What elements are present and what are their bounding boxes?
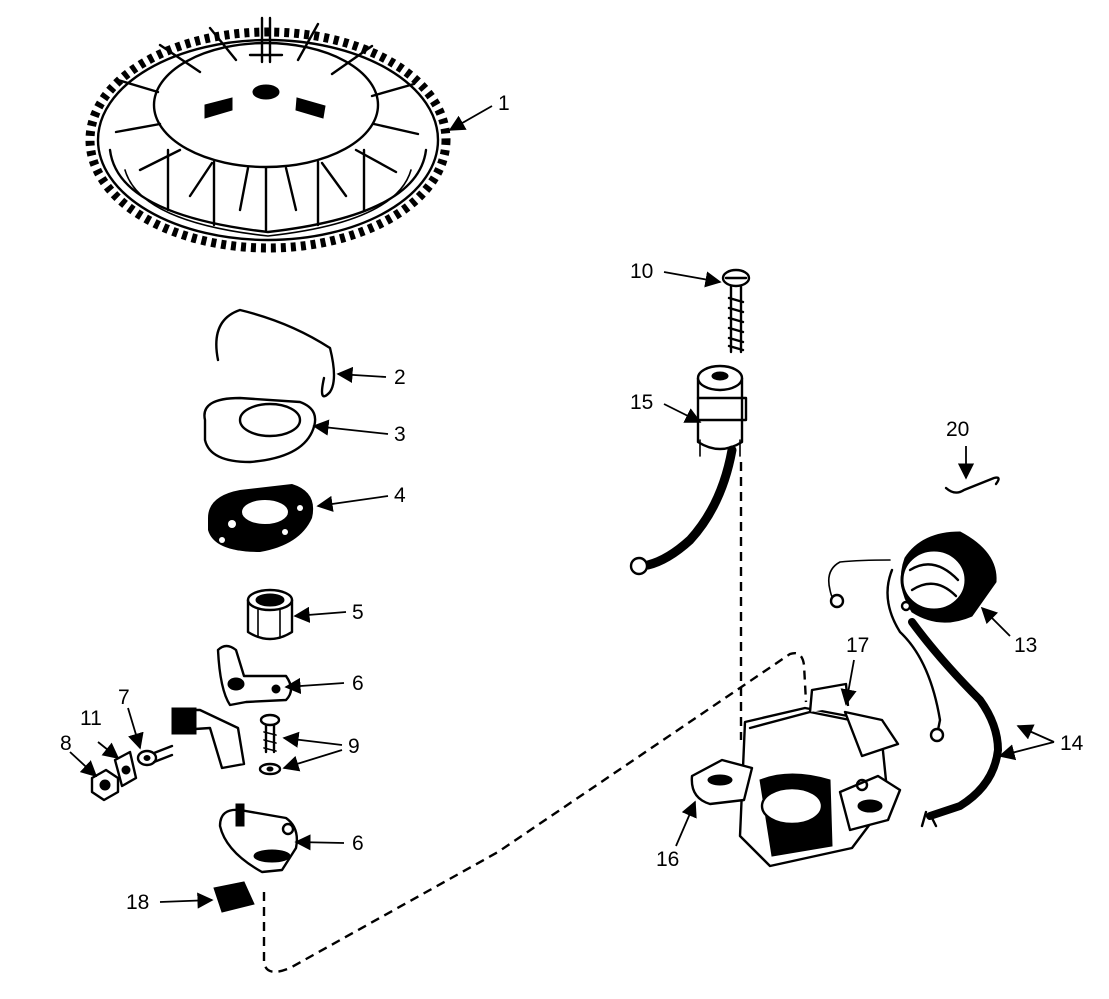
- callout-10: 10: [630, 260, 653, 283]
- bushing-part: [246, 588, 294, 641]
- flywheel-part: [85, 16, 451, 253]
- callout-1: 1: [498, 92, 510, 115]
- callout-14: 14: [1060, 732, 1084, 755]
- callout-4: 4: [394, 484, 406, 507]
- callout-5: 5: [352, 601, 364, 624]
- ignition-coil-part: [827, 531, 997, 623]
- callout-16: 16: [656, 848, 679, 871]
- hex-nut-part: [90, 768, 120, 802]
- breaker-box-part: [690, 682, 902, 868]
- wire-spring-part: [944, 476, 1000, 494]
- gasket-part: [208, 484, 314, 552]
- callout-17: 17: [846, 634, 869, 657]
- callout-labels: 1 2 3 4 5 6 7 8 9 10 11 13 14 15 16 17 6…: [60, 92, 1084, 914]
- breaker-arm-part: [171, 644, 293, 770]
- callout-7: 7: [118, 686, 130, 709]
- callout-2: 2: [394, 366, 406, 389]
- condenser-screw-part: [721, 268, 751, 354]
- wire-clip-part: [215, 308, 336, 398]
- callout-9: 9: [348, 735, 360, 758]
- coil-leads-part: [886, 568, 1003, 828]
- dust-cover-part: [203, 396, 317, 464]
- callout-15: 15: [630, 391, 653, 414]
- breaker-point-plate-part: [218, 803, 299, 874]
- callout-8: 8: [60, 732, 72, 755]
- felt-wick-part: [213, 881, 255, 913]
- callout-6-lower: 6: [352, 832, 364, 855]
- screw-and-washer-part: [258, 713, 282, 776]
- callout-20: 20: [946, 418, 969, 441]
- callout-6-upper: 6: [352, 672, 364, 695]
- washer-part: [136, 744, 174, 767]
- callout-11: 11: [80, 707, 102, 730]
- callout-3: 3: [394, 423, 406, 446]
- condenser-part: [629, 364, 748, 576]
- callout-13: 13: [1014, 634, 1037, 657]
- leader-lines: [69, 105, 1055, 909]
- assembly-dashed-lines: [262, 462, 808, 974]
- callout-18: 18: [126, 891, 149, 914]
- terminal-clip-part: [113, 750, 138, 788]
